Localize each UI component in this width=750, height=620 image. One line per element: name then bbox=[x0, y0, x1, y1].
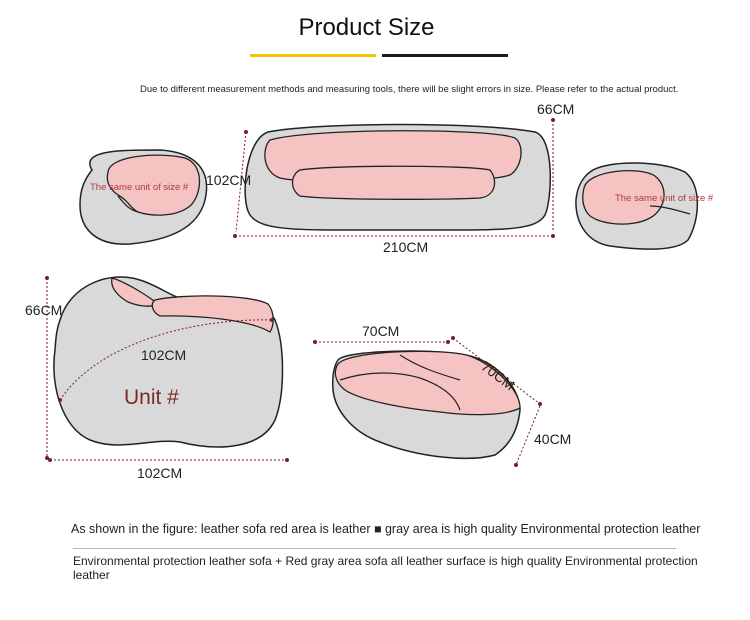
sofa-width-label: 210CM bbox=[383, 239, 429, 255]
ottoman-illustration bbox=[313, 336, 542, 467]
ottoman-height-label: 40CM bbox=[534, 431, 572, 447]
material-description: Environmental protection leather sofa + … bbox=[73, 554, 698, 582]
ottoman-width-label: 70CM bbox=[362, 323, 400, 339]
left-chair-illustration bbox=[79, 149, 208, 245]
title-accent-bar-yellow bbox=[250, 54, 376, 57]
right-chair-note: The same unit of size # bbox=[615, 193, 714, 204]
sofa-illustration bbox=[233, 118, 555, 238]
size-disclaimer: Due to different measurement methods and… bbox=[140, 84, 679, 95]
large-chair-illustration bbox=[45, 276, 289, 462]
sofa-height-label: 66CM bbox=[537, 101, 575, 117]
title-accent-bar-black bbox=[382, 54, 508, 57]
chair-unit-label: Unit # bbox=[124, 386, 179, 409]
chair-width-label: 102CM bbox=[137, 465, 183, 481]
page-title: Product Size bbox=[298, 14, 435, 41]
chair-depth-label: 102CM bbox=[141, 347, 187, 363]
caption-divider bbox=[73, 548, 676, 549]
left-chair-note: The same unit of size # bbox=[90, 182, 189, 193]
chair-height-label: 66CM bbox=[25, 302, 63, 318]
sofa-depth-label: 102CM bbox=[206, 172, 252, 188]
material-caption: As shown in the figure: leather sofa red… bbox=[71, 522, 701, 536]
right-chair-illustration bbox=[575, 162, 699, 250]
